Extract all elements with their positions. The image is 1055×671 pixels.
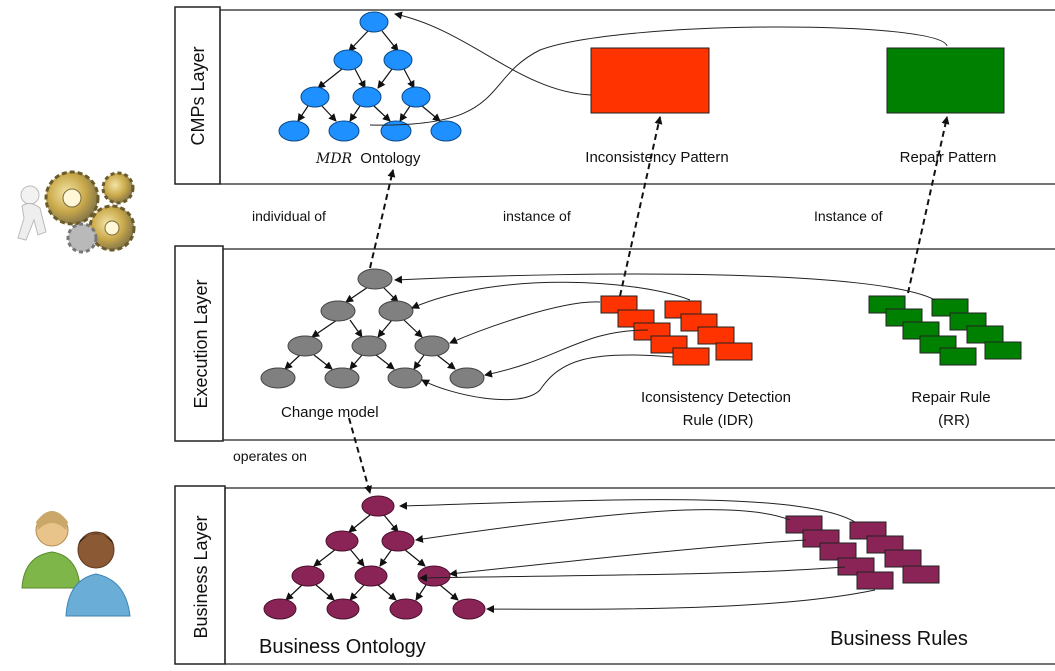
repair-pattern-label: Repair Pattern [900,149,997,166]
execution-layer-title: Execution Layer [191,279,211,408]
idr-rule-box [715,342,753,361]
business-ontology-tree [263,495,486,620]
change-node [387,367,423,389]
cmps-layer-tab [174,6,221,185]
rr-rule-box [984,341,1022,360]
instance-of-cap-label: Instance of [814,208,883,224]
mdr-node [328,120,360,142]
business-layer: Business Layer [174,485,1055,665]
instance-of-label: instance of [503,208,571,224]
change-node [320,300,356,322]
mdr-ontology-label: Ontology [360,150,421,167]
mdr-node [333,49,363,71]
change-node [260,367,296,389]
cmps-layer-title: CMPs Layer [188,46,208,145]
business-ontology-label: Business Ontology [259,636,426,658]
business-rule-box [856,571,894,590]
operates-on-arrow [348,417,372,494]
individual-of-label: individual of [252,208,326,224]
business-node [326,598,360,620]
cmps-layer: CMPs Layer [174,6,1055,185]
business-rules-group [785,515,940,590]
repair-pattern-box [886,47,1005,114]
inconsistency-pattern-label: Inconsistency Pattern [585,149,728,166]
rr-rule-group [868,295,1022,366]
repair-to-ontology-curve [369,26,948,126]
inconsistency-pattern-box [590,47,710,114]
mdr-prefix: MDR [315,151,353,167]
business-node [325,530,359,552]
business-rule-box [902,565,940,584]
mdr-node [278,120,310,142]
mdr-label: MDR Ontology [315,150,421,167]
business-rule-box [884,549,922,568]
business-rules-label: Business Rules [830,628,968,650]
execution-layer-box [222,248,1055,441]
mdr-ontology-tree [278,11,462,142]
rr-rule-box [966,325,1004,344]
execution-curves [394,273,936,401]
mdr-node [359,11,389,33]
rr-label-line2: (RR) [938,412,970,429]
rr-rule-box [939,347,977,366]
mdr-node [430,120,462,142]
execution-layer: Execution Layer [174,245,1055,442]
change-node [414,335,450,357]
business-curves [399,499,876,614]
change-node [351,335,387,357]
cmps-layer-box [219,9,1055,185]
mdr-node [300,86,330,108]
business-node [291,565,325,587]
change-node [449,367,485,389]
inconsistency-to-ontology-curve [394,11,592,96]
instance-of-arrow [619,116,663,297]
users-icon [21,511,131,617]
business-node [361,495,395,517]
business-node [389,598,423,620]
idr-rule-box [697,326,735,345]
idr-rule-box [672,347,710,366]
change-node [287,335,323,357]
change-model-tree [260,268,485,389]
business-node [381,530,415,552]
idr-label-line1: Iconsistency Detection [641,389,791,406]
idr-label-line2: Rule (IDR) [683,412,754,429]
business-rule-box [819,542,857,561]
change-node [357,268,393,290]
mdr-node [401,86,431,108]
individual-of-arrow [369,169,396,269]
mdr-node [352,86,382,108]
rr-label-line1: Repair Rule [911,389,990,406]
gears-person-icon [17,170,136,254]
change-node [324,367,360,389]
business-node [452,598,486,620]
operates-on-label: operates on [233,448,307,464]
change-node [378,300,414,322]
change-model-label: Change model [281,404,379,421]
business-layer-box [224,487,1055,665]
business-node [354,565,388,587]
business-node [263,598,297,620]
business-rule-box [837,557,875,576]
mdr-node [383,49,413,71]
business-layer-title: Business Layer [191,515,211,638]
mdr-node [380,120,412,142]
idr-rule-group [600,295,753,366]
business-node [417,565,451,587]
instance-of-cap-arrow [907,116,950,294]
